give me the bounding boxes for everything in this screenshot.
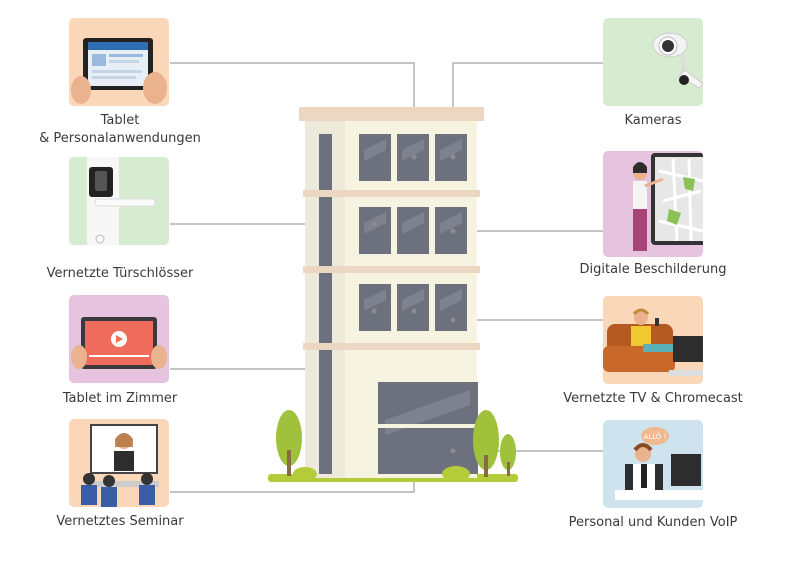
tablet-room-image — [69, 295, 169, 383]
tablet-staff-image — [69, 18, 169, 106]
door-lock-image — [69, 157, 169, 245]
tablet-room-label: Tablet im Zimmer — [62, 391, 178, 406]
signage-label: Digitale Beschilderung — [579, 262, 727, 277]
tablet-staff-label-line2: & Personalanwendungen — [39, 131, 201, 146]
voip-label: Personal und Kunden VoIP — [568, 515, 738, 530]
tv-image — [603, 296, 703, 384]
tv-label: Vernetzte TV & Chromecast — [563, 391, 743, 406]
tablet-staff-label-line1: Tablet — [100, 113, 140, 128]
voip-image: ALLÔ ! — [603, 420, 703, 508]
cameras-label: Kameras — [624, 113, 682, 128]
seminar-label: Vernetztes Seminar — [56, 514, 184, 529]
tablet-staff-label: Tablet & Personalanwendungen — [0, 112, 240, 148]
signage-image — [603, 151, 703, 257]
door-locks-label: Vernetzte Türschlösser — [46, 266, 194, 281]
seminar-image — [69, 419, 169, 507]
voip-bubble-text: ALLÔ ! — [644, 432, 667, 441]
camera-image — [603, 18, 703, 106]
